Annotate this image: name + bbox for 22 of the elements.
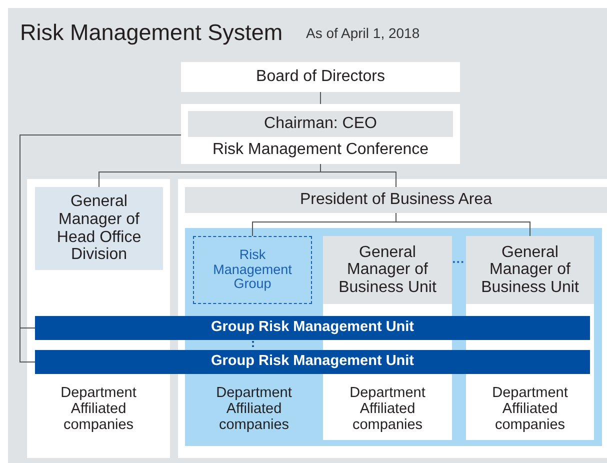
unit-bar: Group Risk Management Unit (35, 316, 590, 340)
date-note: As of April 1, 2018 (306, 25, 420, 41)
diagram-title: Risk Management System (20, 20, 283, 46)
connector-line (320, 164, 396, 188)
dotted-connector (252, 341, 254, 349)
department-label: Department Affiliated companies (215, 384, 293, 435)
board-box: Board of Directors (181, 62, 460, 92)
department-label: Department Affiliated companies (491, 384, 569, 435)
connector-line (396, 212, 530, 236)
conference-box (181, 104, 460, 164)
conference-label: Risk Management Conference (211, 140, 430, 160)
risk-group-box: Risk Management Group (193, 236, 312, 304)
unit-bar: Group Risk Management Unit (35, 350, 590, 374)
president-box: President of Business Area (185, 187, 607, 213)
connector-line (320, 92, 321, 104)
department-label: Department Affiliated companies (60, 384, 138, 435)
chairman-box: Chairman: CEO (188, 111, 453, 137)
dotted-connector (453, 261, 465, 263)
department-label: Department Affiliated companies (348, 384, 426, 435)
manager-box: General Manager of Head Office Division (35, 187, 163, 270)
manager-box: General Manager of Business Unit (323, 236, 452, 304)
manager-box: General Manager of Business Unit (466, 236, 594, 304)
